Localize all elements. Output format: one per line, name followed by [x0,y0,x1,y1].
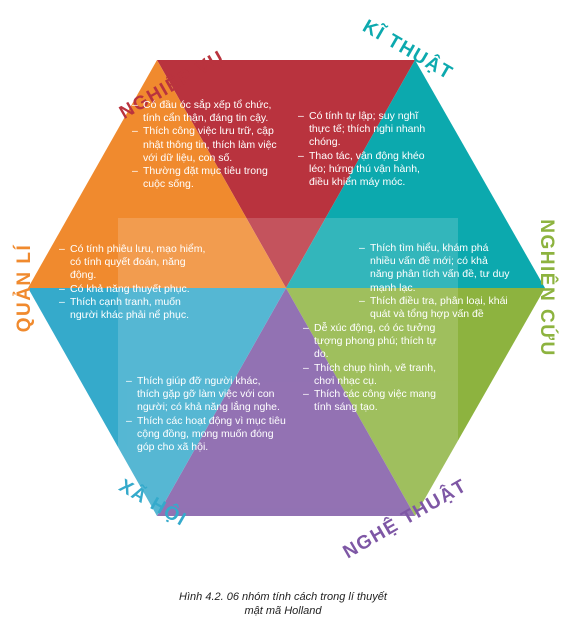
trait-item: Có tính phiêu lưu, mạo hiểm, có tính quy… [59,243,207,283]
traits-xa-hoi: Thích giúp đỡ người khác, thích gặp gỡ l… [126,375,286,454]
trait-item: Thường đặt mục tiêu trong cuộc sống. [132,165,290,191]
watermark-text: VỚI CUỘC SỐNG [165,479,411,505]
traits-nghe-thuat: Dễ xúc động, có óc tưởng tượng phong phú… [303,322,450,414]
traits-nghiep-vu: Có đầu óc sắp xếp tổ chức, tính cẩn thận… [132,99,290,191]
title-quan-li: QUẢN LÍ [13,244,35,333]
trait-item: Thích điều tra, phân loại, khái quát và … [359,295,511,321]
segment-nghe-thuat [157,288,415,516]
figure-caption: Hình 4.2. 06 nhóm tính cách trong lí thu… [0,590,566,618]
caption-line-1: Hình 4.2. 06 nhóm tính cách trong lí thu… [179,591,387,603]
title-nghien-cuu: NGHIÊN CỨU [536,219,558,356]
caption-line-2: mật mã Holland [244,605,322,617]
trait-item: Thích các công việc mang tính sáng tạo. [303,388,450,414]
traits-quan-li: Có tính phiêu lưu, mạo hiểm, có tính quy… [59,243,207,322]
trait-item: Có khả năng thuyết phục. [59,283,207,296]
trait-item: Có đầu óc sắp xếp tổ chức, tính cẩn thận… [132,99,290,125]
trait-item: Thích chụp hình, vẽ tranh, chơi nhạc cụ. [303,362,450,388]
trait-item: Thích tìm hiểu, khám phá nhiều vấn đề mớ… [359,242,511,295]
traits-nghien-cuu: Thích tìm hiểu, khám phá nhiều vấn đề mớ… [359,242,511,321]
trait-item: Thích công việc lưu trữ, cập nhật thông … [132,125,290,165]
traits-ki-thuat: Có tính tự lập; suy nghĩ thực tế; thích … [298,110,442,189]
trait-item: Thích cạnh tranh, muốn người khác phải n… [59,296,207,322]
trait-item: Thích giúp đỡ người khác, thích gặp gỡ l… [126,375,286,415]
trait-item: Thích các hoạt động vì mục tiêu cộng đồn… [126,415,286,455]
trait-item: Thao tác, vận động khéo léo; hứng thú vậ… [298,150,442,190]
trait-item: Có tính tự lập; suy nghĩ thực tế; thích … [298,110,442,150]
trait-item: Dễ xúc động, có óc tưởng tượng phong phú… [303,322,450,362]
